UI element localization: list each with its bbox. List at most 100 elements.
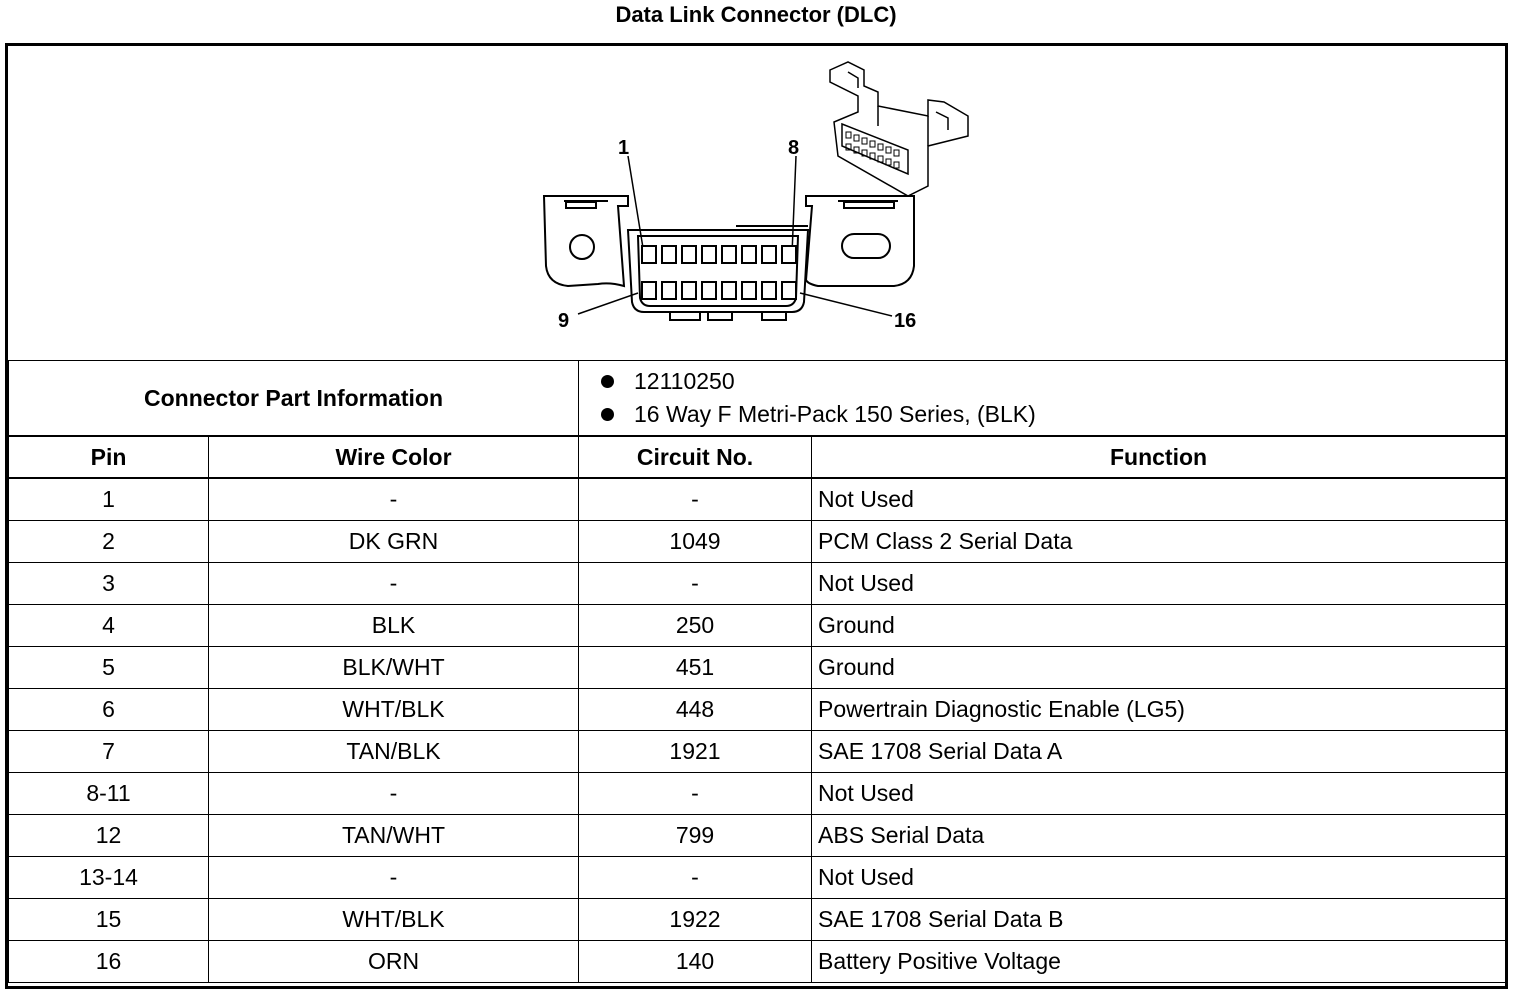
iso-pin-cavity bbox=[845, 131, 852, 139]
pin-cavity bbox=[741, 281, 757, 300]
right-mounting-slot bbox=[841, 233, 891, 259]
iso-pin-cavity bbox=[853, 134, 860, 142]
header-function: Function bbox=[811, 435, 1507, 479]
pin-cavity bbox=[741, 245, 757, 264]
cell-circuit: - bbox=[578, 562, 813, 605]
cell-wire-color: WHT/BLK bbox=[207, 688, 580, 731]
cell-circuit: 140 bbox=[578, 940, 813, 983]
cell-circuit: 1922 bbox=[578, 898, 813, 941]
cell-circuit: - bbox=[578, 856, 813, 899]
connector-part-info-row: Connector Part Information 12110250 16 W… bbox=[7, 360, 1507, 437]
cell-pin: 4 bbox=[8, 604, 209, 647]
pin-cavities bbox=[641, 245, 797, 300]
connector-part-info-list: 12110250 16 Way F Metri-Pack 150 Series,… bbox=[578, 360, 1507, 437]
cell-wire-color: - bbox=[207, 772, 580, 815]
cell-function: Ground bbox=[811, 604, 1507, 647]
cell-pin: 7 bbox=[8, 730, 209, 773]
table-row: 8-11--Not Used bbox=[8, 772, 1507, 815]
cell-circuit: 451 bbox=[578, 646, 813, 689]
iso-pin-cavity bbox=[861, 149, 868, 157]
right-mounting-ear bbox=[804, 195, 915, 287]
cell-wire-color: TAN/BLK bbox=[207, 730, 580, 773]
iso-pin-cavity bbox=[885, 158, 892, 166]
cell-pin: 5 bbox=[8, 646, 209, 689]
cell-wire-color: - bbox=[207, 856, 580, 899]
table-row: 1--Not Used bbox=[8, 477, 1507, 521]
cell-circuit: 1921 bbox=[578, 730, 813, 773]
cell-circuit: - bbox=[578, 477, 813, 521]
iso-pin-cavity bbox=[861, 137, 868, 145]
cell-pin: 15 bbox=[8, 898, 209, 941]
cell-wire-color: ORN bbox=[207, 940, 580, 983]
iso-pin-cavity bbox=[869, 152, 876, 160]
cell-pin: 8-11 bbox=[8, 772, 209, 815]
pin-cavity bbox=[781, 245, 797, 264]
pin-cavity bbox=[701, 281, 717, 300]
connector-diagram: 1 8 9 16 bbox=[8, 46, 1505, 360]
cell-circuit: 448 bbox=[578, 688, 813, 731]
iso-pin-cavity bbox=[845, 143, 852, 151]
iso-pin-cavity bbox=[853, 146, 860, 154]
cell-wire-color: BLK/WHT bbox=[207, 646, 580, 689]
isometric-pin-cavities bbox=[845, 131, 900, 169]
part-series-item: 16 Way F Metri-Pack 150 Series, (BLK) bbox=[601, 398, 1505, 431]
left-mounting-hole bbox=[569, 234, 595, 260]
pin-cavity bbox=[661, 281, 677, 300]
header-circuit: Circuit No. bbox=[578, 435, 813, 479]
cell-pin: 1 bbox=[8, 477, 209, 521]
cell-pin: 3 bbox=[8, 562, 209, 605]
page-title: Data Link Connector (DLC) bbox=[615, 2, 897, 27]
pin-cavity bbox=[641, 245, 657, 264]
iso-pin-cavity bbox=[885, 146, 892, 154]
cell-wire-color: - bbox=[207, 477, 580, 521]
bullet-icon bbox=[601, 375, 615, 388]
pin-cavity bbox=[721, 245, 737, 264]
cell-function: SAE 1708 Serial Data A bbox=[811, 730, 1507, 773]
connector-face-drawing: 1 8 9 16 bbox=[542, 61, 969, 332]
cell-wire-color: BLK bbox=[207, 604, 580, 647]
bullet-icon bbox=[601, 408, 615, 421]
cell-pin: 12 bbox=[8, 814, 209, 857]
cell-pin: 16 bbox=[8, 940, 209, 983]
pin-cavity bbox=[661, 245, 677, 264]
iso-pin-cavity bbox=[877, 143, 884, 151]
iso-pin-cavity bbox=[877, 155, 884, 163]
iso-pin-cavity bbox=[893, 161, 900, 169]
cell-circuit: 250 bbox=[578, 604, 813, 647]
pin-cavity bbox=[701, 245, 717, 264]
cell-circuit: 1049 bbox=[578, 520, 813, 563]
cell-function: Not Used bbox=[811, 856, 1507, 899]
cell-function: Not Used bbox=[811, 477, 1507, 521]
table-row: 3--Not Used bbox=[8, 562, 1507, 605]
iso-pin-cavity bbox=[869, 140, 876, 148]
connector-sheet: 1 8 9 16 Connector Part Information 1211… bbox=[5, 43, 1508, 989]
cell-wire-color: DK GRN bbox=[207, 520, 580, 563]
cell-function: ABS Serial Data bbox=[811, 814, 1507, 857]
cell-function: Battery Positive Voltage bbox=[811, 940, 1507, 983]
cell-pin: 6 bbox=[8, 688, 209, 731]
pin-cavity bbox=[681, 245, 697, 264]
connector-part-info-label: Connector Part Information bbox=[7, 360, 580, 437]
pin-callout-9: 9 bbox=[558, 310, 569, 332]
cell-function: PCM Class 2 Serial Data bbox=[811, 520, 1507, 563]
cell-pin: 2 bbox=[8, 520, 209, 563]
cell-wire-color: WHT/BLK bbox=[207, 898, 580, 941]
header-wire-color: Wire Color bbox=[207, 435, 580, 479]
connector-isometric-view bbox=[829, 61, 969, 197]
cell-wire-color: TAN/WHT bbox=[207, 814, 580, 857]
connector-shell bbox=[626, 229, 810, 313]
left-mounting-ear bbox=[542, 195, 629, 288]
table-row: 13-14--Not Used bbox=[8, 856, 1507, 899]
pin-cavity bbox=[761, 281, 777, 300]
iso-pin-cavity bbox=[893, 149, 900, 157]
cell-pin: 13-14 bbox=[8, 856, 209, 899]
header-pin: Pin bbox=[8, 435, 209, 479]
cell-function: Not Used bbox=[811, 772, 1507, 815]
